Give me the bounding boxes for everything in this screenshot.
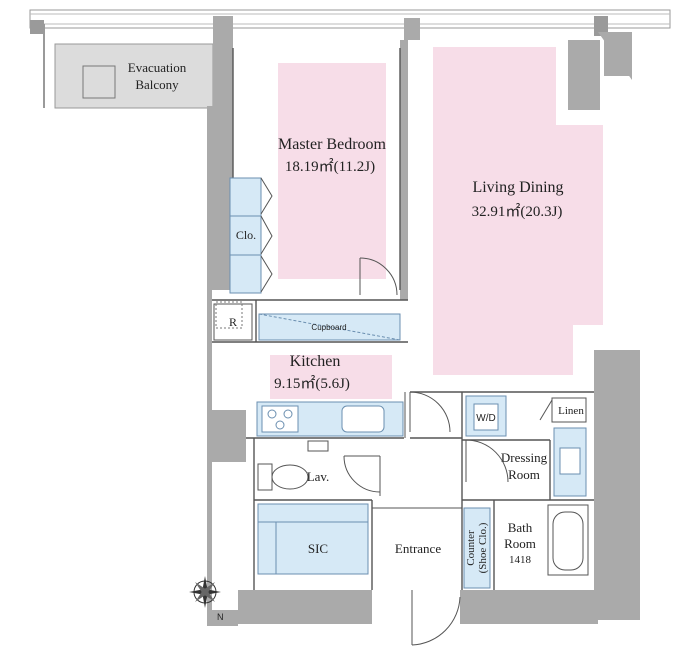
- closet-label: Clo.: [236, 228, 256, 242]
- linen-label: Linen: [558, 405, 584, 417]
- entrance-label: Entrance: [395, 541, 441, 556]
- bath-room-label-2: Room: [504, 536, 536, 551]
- bedroom-door: [359, 257, 398, 296]
- kitchen-area: [270, 355, 392, 399]
- washer-dryer: W/D: [465, 395, 507, 437]
- dressing-door: [465, 439, 509, 483]
- master-bedroom-area: [278, 63, 386, 279]
- room-highlights: [270, 47, 603, 399]
- dressing-room-label-1: Dressing: [501, 450, 548, 465]
- fridge-marker: [215, 301, 243, 329]
- sic: SIC: [257, 503, 369, 575]
- linen: Linen: [539, 397, 587, 423]
- master-bedroom-area-label: 18.19㎡(11.2J): [285, 158, 375, 175]
- living-dining-area: [433, 47, 603, 375]
- evacuation-balcony-label-1: Evacuation: [128, 60, 187, 75]
- lavatory-label: Lav.: [307, 469, 330, 484]
- shoe-counter: Counter (Shoe Clo.): [463, 507, 491, 589]
- bath-room-code: 1418: [509, 554, 532, 566]
- vanity: [553, 427, 587, 497]
- cupboard-label: Cupboard: [311, 323, 346, 332]
- living-dining-area-label: 32.91㎡(20.3J): [472, 203, 563, 220]
- living-dining-label: Living Dining: [472, 179, 563, 196]
- compass-north-label: N: [217, 612, 224, 622]
- counter-label-1: Counter: [465, 530, 477, 566]
- lavatory-door: [343, 455, 381, 496]
- counter-label-2: (Shoe Clo.): [477, 522, 489, 573]
- compass-icon: N: [189, 576, 224, 622]
- refrigerator: R: [213, 303, 253, 341]
- sic-label: SIC: [308, 541, 328, 556]
- walls: [207, 16, 640, 626]
- entrance-door: [372, 507, 462, 646]
- kitchen-label: Kitchen: [290, 353, 341, 370]
- refrigerator-label: R: [229, 315, 237, 329]
- kitchen-door: [404, 391, 451, 438]
- washer-dryer-label: W/D: [476, 413, 495, 424]
- evacuation-balcony-label-2: Balcony: [135, 77, 179, 92]
- bath-room: Bath Room 1418: [504, 504, 589, 576]
- master-bedroom-label: Master Bedroom: [278, 136, 387, 153]
- balcony-railing: [29, 9, 671, 108]
- cupboard: Cupboard: [258, 313, 401, 341]
- kitchen-counter: [256, 401, 404, 437]
- evacuation-balcony: Evacuation Balcony: [54, 43, 214, 109]
- kitchen-area-label: 9.15㎡(5.6J): [274, 375, 350, 392]
- bath-room-label-1: Bath: [508, 520, 533, 535]
- closet: Clo.: [229, 177, 273, 294]
- dressing-room-label-2: Room: [508, 467, 540, 482]
- lavatory: Lav.: [257, 440, 330, 491]
